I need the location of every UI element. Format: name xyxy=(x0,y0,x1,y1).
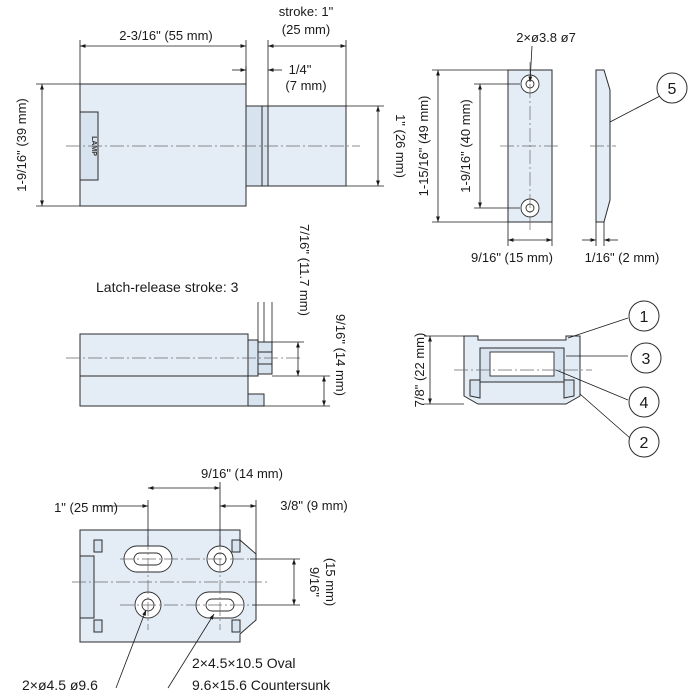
dim-height-left: 1-9/16" (39 mm) xyxy=(14,98,29,191)
callout-1-label: 1 xyxy=(640,309,649,326)
main-body-view: LAMP 2-3/16" (55 mm) stroke: 1" (25 mm) … xyxy=(14,4,408,207)
dim-side-7-16: 7/16" (11.7 mm) xyxy=(297,224,312,316)
dim-front-height: 7/8" (22 mm) xyxy=(412,333,427,408)
dim-plunger-height: 1" (26 mm) xyxy=(393,114,408,178)
dim-plate-pitch: 1-9/16" (40 mm) xyxy=(458,99,473,192)
dim-plate-height: 1-15/16" (49 mm) xyxy=(416,96,431,197)
dim-bottom-15-mm: (15 mm) xyxy=(323,558,338,606)
callout-3 xyxy=(630,342,662,374)
dim-bottom-25: 1" (25 mm) xyxy=(54,500,118,515)
latch-body xyxy=(79,83,247,207)
dim-stroke: stroke: 1" xyxy=(279,4,334,19)
callout-1 xyxy=(628,300,660,332)
callout-5-label: 5 xyxy=(668,81,677,98)
callout-4 xyxy=(628,386,660,418)
note-round-holes: 2×ø4.5 ø9.6 xyxy=(22,677,98,693)
dim-plate-holes: 2×ø3.8 ø7 xyxy=(516,30,576,45)
dim-plate-width: 9/16" (15 mm) xyxy=(471,250,553,265)
front-slot xyxy=(489,351,555,377)
strike-plate-view: 2×ø3.8 ø7 1-15/16" (49 mm) 1-9/16" (40 m… xyxy=(416,30,688,265)
dim-bottom-14: 9/16" (14 mm) xyxy=(201,466,283,481)
dim-quarter-in: 1/4" xyxy=(289,62,312,77)
dim-stroke-mm: (25 mm) xyxy=(282,22,330,37)
bottom-housing xyxy=(79,529,257,643)
dim-plate-thickness: 1/16" (2 mm) xyxy=(585,250,660,265)
dim-quarter-mm: (7 mm) xyxy=(285,78,326,93)
callout-4-label: 4 xyxy=(640,395,649,412)
callout-3-label: 3 xyxy=(642,351,651,368)
dim-side-9-16: 9/16" (14 mm) xyxy=(333,314,348,396)
side-tab xyxy=(247,393,265,407)
side-body xyxy=(79,333,249,407)
note-oval-2: 9.6×15.6 Countersunk xyxy=(192,677,331,693)
dim-length-top: 2-3/16" (55 mm) xyxy=(119,28,212,43)
side-view: Latch-release stroke: 3 7/16" (11.7 mm) … xyxy=(66,224,348,407)
dim-bottom-9: 3/8" (9 mm) xyxy=(280,498,347,513)
bottom-view: 1" (25 mm) 9/16" (14 mm) 3/8" (9 mm) 9/1… xyxy=(22,466,348,693)
note-oval-1: 2×4.5×10.5 Oval xyxy=(192,655,296,671)
callout-2 xyxy=(628,426,660,458)
latch-release-note: Latch-release stroke: 3 xyxy=(96,279,239,295)
callout-2-label: 2 xyxy=(640,435,649,452)
front-view: 7/8" (22 mm) 1 3 4 2 xyxy=(412,300,662,458)
callout-5 xyxy=(656,72,688,104)
dim-bottom-15: 9/16" xyxy=(307,567,322,597)
